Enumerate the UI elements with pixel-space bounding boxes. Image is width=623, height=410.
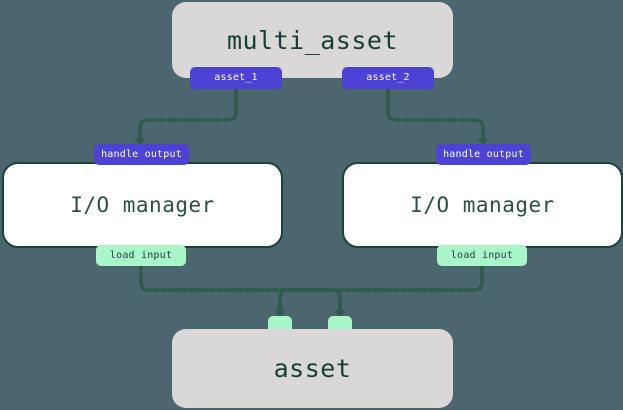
node-multi-asset[interactable]: multi_asset	[172, 2, 453, 78]
edge-right-load-input-to-asset-port	[275, 264, 484, 317]
io-manager-right-title: I/O manager	[410, 192, 555, 217]
input-badge-handle-output-left[interactable]: handle output	[94, 144, 189, 165]
asset-title: asset	[273, 354, 352, 383]
edge-asset1-to-left-handle-output	[135, 88, 238, 145]
input-badge-handle-output-left-label: handle output	[101, 148, 182, 160]
output-badge-asset-1-label: asset_1	[214, 72, 258, 83]
multi-asset-title: multi_asset	[226, 25, 399, 55]
edge-left-load-input-to-asset-port	[139, 264, 345, 317]
output-badge-asset-2-label: asset_2	[366, 72, 410, 83]
input-badge-handle-output-right-label: handle output	[443, 148, 524, 160]
output-badge-load-input-left-label: load input	[109, 249, 173, 261]
input-badge-handle-output-right[interactable]: handle output	[436, 144, 531, 165]
output-badge-asset-2[interactable]: asset_2	[342, 67, 434, 89]
output-badge-load-input-right[interactable]: load input	[437, 245, 527, 266]
edge-asset2-to-right-handle-output	[386, 88, 488, 145]
node-io-manager-left[interactable]: I/O manager	[2, 162, 283, 248]
node-asset[interactable]: asset	[172, 329, 453, 408]
output-badge-asset-1[interactable]: asset_1	[190, 67, 282, 89]
output-badge-load-input-right-label: load input	[450, 249, 514, 261]
node-io-manager-right[interactable]: I/O manager	[342, 162, 623, 248]
output-badge-load-input-left[interactable]: load input	[96, 245, 186, 266]
io-manager-left-title: I/O manager	[70, 192, 215, 217]
